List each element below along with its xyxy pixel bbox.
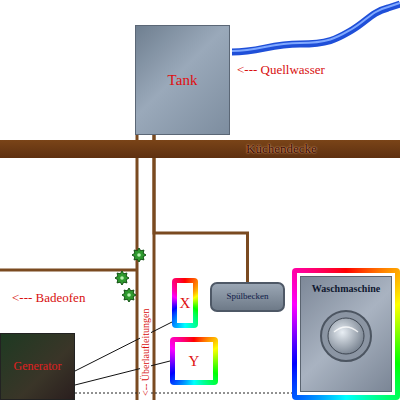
box-label: Waschmaschine (312, 283, 380, 294)
ceiling-band: Küchendecke (0, 140, 400, 158)
overflow-pipe (136, 135, 139, 400)
stove-pipe (0, 269, 137, 272)
box-inner: Küchendecke (0, 140, 400, 158)
x-box: X (172, 278, 198, 328)
box-inner: Waschmaschine (300, 276, 392, 392)
box-inner: Tank (136, 26, 229, 134)
gear-symbol (122, 288, 136, 302)
washer-drum (318, 308, 374, 364)
box-label: Spülbecken (227, 292, 269, 302)
gear-hub (127, 293, 131, 297)
spring-stream (232, 4, 400, 52)
gear-symbol (115, 271, 129, 285)
sink-box: Spülbecken (210, 282, 285, 312)
gear-hub (137, 253, 141, 257)
stove-label: <--- Badeofen (12, 291, 85, 305)
box-inner: X (177, 283, 193, 323)
box-inner: Generator (1, 334, 74, 399)
gear-hub (120, 276, 124, 280)
source-label: <--- Quellwasser (237, 63, 325, 77)
drum-glass (328, 318, 364, 354)
tank-box: Tank (135, 25, 230, 135)
box-label: Y (189, 353, 200, 370)
washer-box: Waschmaschine (292, 268, 400, 400)
valve-gears (115, 248, 146, 302)
drum-shine (334, 327, 358, 332)
spring-stream-highlight (232, 3, 400, 51)
box-label: Küchendecke (246, 142, 317, 156)
gear-symbol (132, 248, 146, 262)
power-cable (75, 322, 172, 371)
power-cable (75, 361, 170, 385)
box-inner: Y (175, 342, 213, 380)
box-label: Generator (14, 360, 62, 373)
y-box: Y (170, 337, 218, 385)
drum-rim (321, 311, 371, 361)
box-inner: Spülbecken (212, 284, 283, 310)
generator-box: Generator (0, 333, 75, 400)
overflow-label: <-- Überlaufleitungen (140, 307, 151, 397)
box-label: X (180, 295, 191, 312)
box-label: Tank (168, 72, 198, 89)
